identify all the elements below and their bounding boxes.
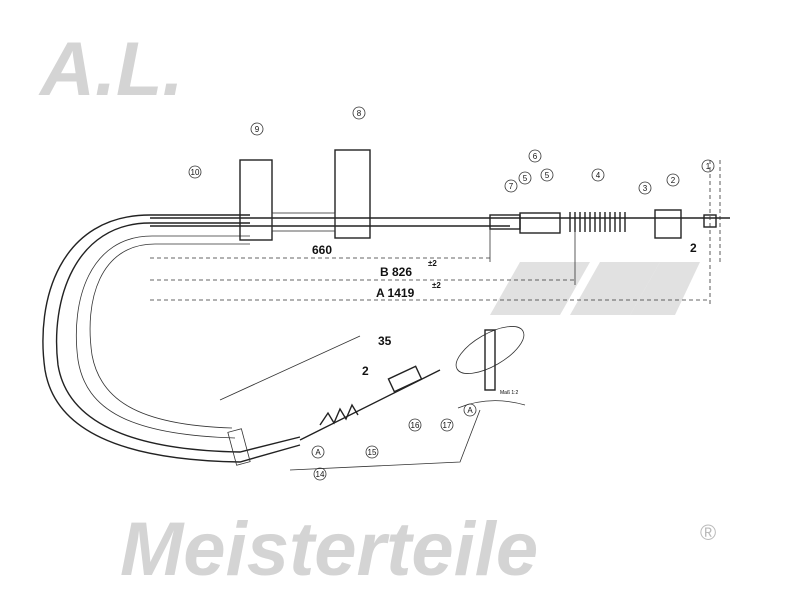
callout-circle <box>540 168 554 182</box>
callout-circle <box>591 168 605 182</box>
dim-2-left: 2 <box>362 364 369 378</box>
callout-5: 5 <box>518 171 532 185</box>
callout-circle <box>528 149 542 163</box>
callout-1: 1 <box>701 159 715 173</box>
callout-label: 1 <box>706 162 711 171</box>
callout-label: 5 <box>523 174 528 183</box>
bracket-8 <box>334 149 371 239</box>
callout-label: 17 <box>443 421 452 430</box>
callout-circle <box>365 445 379 459</box>
callout-circle <box>250 122 264 136</box>
dimension-lines: 660 B 826 ±2 A 1419 ±2 2 <box>150 160 721 305</box>
watermark-text: Meisterteile <box>120 507 538 592</box>
callout-14: 14 <box>313 467 327 481</box>
callout-2: 2 <box>666 173 680 187</box>
callout-circle <box>504 179 518 193</box>
watermark-logo: A.L. Meisterteile ® <box>38 27 716 592</box>
callout-circle <box>638 181 652 195</box>
callout-circle <box>311 445 325 459</box>
callout-8: 8 <box>352 106 366 120</box>
callout-3: 3 <box>638 181 652 195</box>
callout-label: 10 <box>191 168 200 177</box>
callout-label: 16 <box>411 421 420 430</box>
callout-17: 17 <box>440 418 454 432</box>
registered-mark: ® <box>700 520 716 545</box>
callout-circle <box>313 467 327 481</box>
dim-2-right: 2 <box>690 241 697 255</box>
callout-label: A <box>315 448 321 457</box>
callout-5: 5 <box>540 168 554 182</box>
callout-9: 9 <box>250 122 264 136</box>
callout-circle <box>188 165 202 179</box>
main-cable <box>150 149 730 241</box>
dim-35: 35 <box>378 334 392 348</box>
detail-scale-note: Maß 1:2 <box>500 390 519 396</box>
dim-660: 660 <box>312 243 332 257</box>
callout-circle <box>701 159 715 173</box>
callout-label: 6 <box>533 152 538 161</box>
watermark-al: A.L. <box>38 27 184 112</box>
callout-circle <box>352 106 366 120</box>
callout-label: A <box>467 406 473 415</box>
lever-assembly: 35 2 Maß 1:2 <box>219 326 526 471</box>
nut-2 <box>654 209 682 239</box>
dim-a: A 1419 <box>376 286 415 300</box>
callout-circle <box>463 403 477 417</box>
cable-loop <box>42 214 301 466</box>
callout-4: 4 <box>591 168 605 182</box>
callout-label: 14 <box>316 470 325 479</box>
callout-circle <box>440 418 454 432</box>
callout-label: 8 <box>357 109 362 118</box>
callout-label: 7 <box>509 182 514 191</box>
callout-label: 3 <box>643 184 648 193</box>
callout-label: 5 <box>545 171 550 180</box>
dim-b: B 826 <box>380 265 412 279</box>
callout-15: 15 <box>365 445 379 459</box>
dim-b-tolerance: ±2 <box>428 259 437 268</box>
callout-7: 7 <box>504 179 518 193</box>
callout-6: 6 <box>528 149 542 163</box>
callout-A: A <box>311 445 325 459</box>
callout-circle <box>408 418 422 432</box>
callout-A: A <box>463 403 477 417</box>
callout-circle <box>518 171 532 185</box>
callout-circle <box>666 173 680 187</box>
dim-a-tolerance: ±2 <box>432 281 441 290</box>
callout-label: 4 <box>596 171 601 180</box>
callout-label: 2 <box>671 176 676 185</box>
callout-label: 9 <box>255 125 260 134</box>
callout-10: 10 <box>188 165 202 179</box>
callout-label: 15 <box>368 448 377 457</box>
bracket-9 <box>239 159 273 241</box>
callout-16: 16 <box>408 418 422 432</box>
